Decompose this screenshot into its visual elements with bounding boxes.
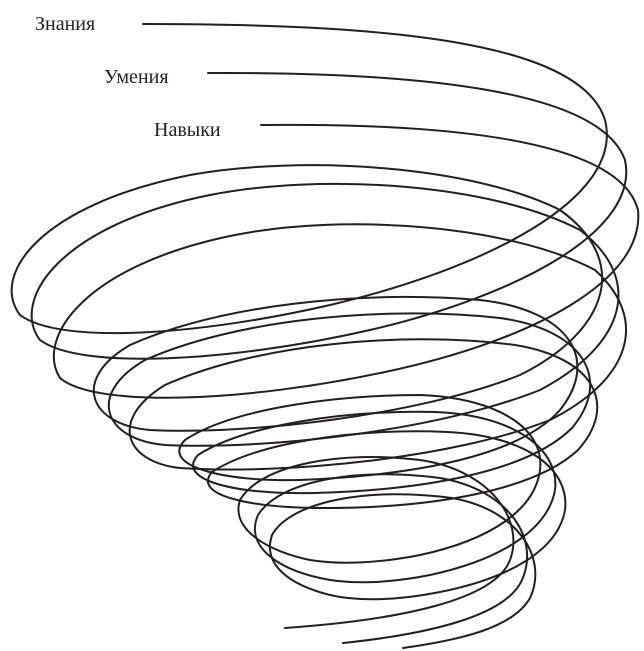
spiral-strand-knowledge (12, 24, 607, 628)
label-abilities: Умения (104, 66, 169, 88)
spiral-strand-abilities (32, 73, 627, 643)
spiral-strand-skills (54, 125, 638, 648)
label-knowledge: Знания (35, 13, 95, 35)
label-skills: Навыки (154, 119, 221, 141)
